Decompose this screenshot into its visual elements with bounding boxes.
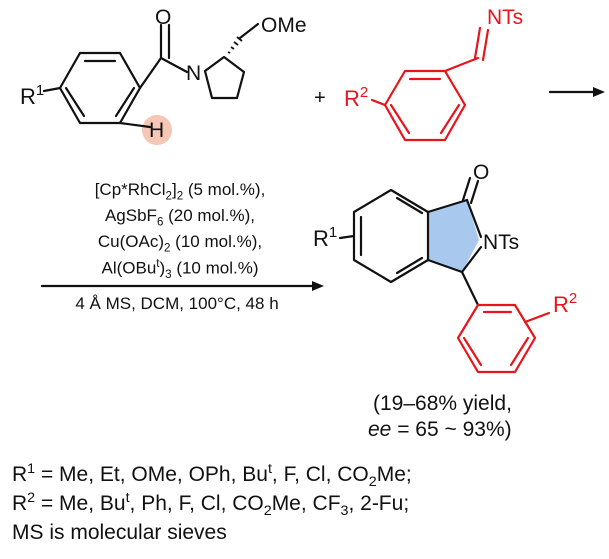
benzene-ring-4 [456, 303, 537, 374]
condition-catalyst: [Cp*RhCl2]2 (5 mol.%), [94, 180, 266, 203]
reactant-2: NTs R2 [344, 6, 523, 142]
yield-line-1: (19–68% yield, [373, 392, 512, 415]
ch-highlight [142, 115, 172, 145]
condition-below-arrow: 4 Å MS, DCM, 100°C, 48 h [75, 294, 279, 313]
benzene-ring-3 [352, 188, 430, 284]
footnote-r1: R1 = Me, Et, OMe, OPh, But, F, Cl, CO2Me… [12, 461, 412, 491]
ome-label: OMe [261, 14, 307, 37]
footnote-ms: MS is molecular sieves [12, 521, 227, 544]
h-label: H [149, 119, 164, 142]
product-r2-label: R2 [553, 290, 577, 317]
lactam-highlight [428, 200, 479, 272]
yield-line-2: ee = 65 ~ 93%) [368, 418, 512, 441]
condition-copper: Cu(OAc)2 (10 mol.%), [97, 232, 263, 255]
reactant-1: R1 H O N OMe [20, 6, 307, 145]
benzene-ring-1 [58, 51, 142, 125]
plus-sign: + [314, 87, 326, 109]
nts-label-red: NTs [487, 6, 523, 29]
condition-aluminium: Al(OBut)3 (10 mol.%) [101, 258, 259, 282]
r2-label: R2 [344, 84, 368, 111]
benzene-ring-2 [383, 69, 467, 142]
pyrrolidine-ring [203, 55, 246, 100]
amide-n-label: N [186, 62, 201, 85]
r1-label: R1 [20, 82, 44, 109]
arrowhead-top [593, 87, 605, 97]
product: O NTs R1 R2 (19–68% yield, ee = 65 ~ 93%… [313, 161, 577, 441]
carbonyl-o-label: O [155, 6, 171, 29]
product-nts-label: NTs [483, 231, 519, 254]
arrowhead-conditions [312, 281, 324, 291]
product-r1-label: R1 [313, 224, 337, 251]
footnote-r2: R2 = Me, But, Ph, F, Cl, CO2Me, CF3, 2-F… [12, 490, 410, 520]
condition-silver: AgSbF6 (20 mol.%), [104, 206, 256, 229]
product-o-label: O [473, 161, 489, 184]
